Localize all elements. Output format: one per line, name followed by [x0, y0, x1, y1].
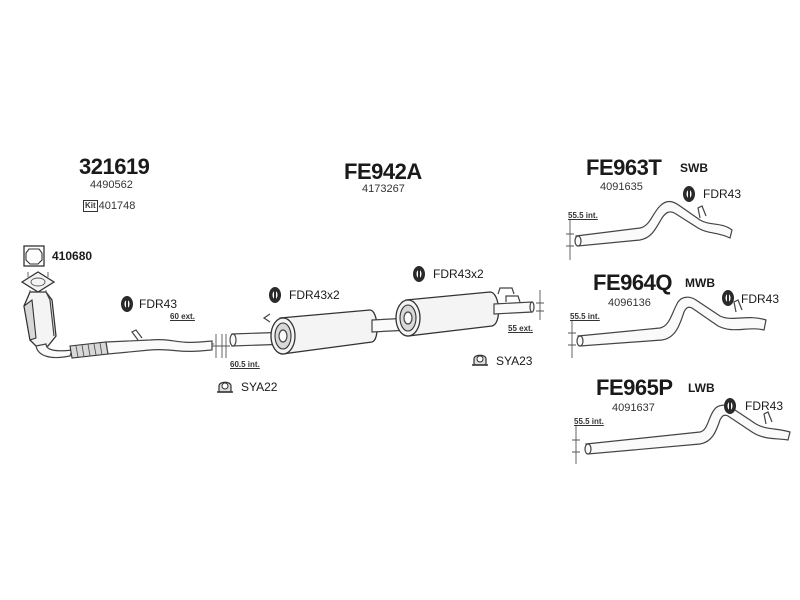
- variant-lwb: LWB: [688, 381, 715, 395]
- rubber-hanger-icon: [683, 186, 695, 202]
- hanger-mid1-label[interactable]: FDR43x2: [289, 288, 340, 302]
- hanger-lwb-label[interactable]: FDR43: [745, 399, 784, 413]
- dimension-front-outlet: 60 ext.: [170, 312, 195, 321]
- clamp-icon: [472, 354, 488, 366]
- part-number-321619[interactable]: 321619: [79, 154, 150, 179]
- part-number-FE965P[interactable]: FE965P: [596, 375, 673, 400]
- part-number-FE942A[interactable]: FE942A: [344, 159, 422, 184]
- reference-number: 4173267: [362, 183, 405, 195]
- reference-number: 4091635: [600, 181, 643, 193]
- catalyst-front-pipe: [20, 271, 230, 359]
- dimension-lwb-inlet: 55.5 int.: [574, 417, 604, 426]
- hanger-mwb-label[interactable]: FDR43: [741, 292, 780, 306]
- variant-swb: SWB: [680, 161, 708, 175]
- gasket-icon: [23, 245, 45, 267]
- clamp-front-label[interactable]: SYA22: [241, 380, 278, 394]
- variant-mwb: MWB: [685, 276, 715, 290]
- rubber-hanger-icon: [724, 398, 736, 414]
- tailpipe-mwb: [568, 296, 767, 358]
- rubber-hanger-icon: [269, 287, 281, 303]
- rubber-hanger-icon: [121, 296, 133, 312]
- tailpipe-lwb: [572, 404, 791, 464]
- kit-number: 401748: [98, 199, 136, 212]
- dimension-swb-inlet: 55.5 int.: [568, 211, 598, 220]
- dimension-middle-outlet: 55 ext.: [508, 324, 533, 333]
- part-number-FE963T[interactable]: FE963T: [586, 155, 662, 180]
- dimension-middle-inlet: 60.5 int.: [230, 360, 260, 369]
- gasket-part-number[interactable]: 410680: [52, 249, 93, 263]
- reference-number: 4096136: [608, 297, 651, 309]
- kit-icon: Kit: [83, 200, 98, 212]
- reference-number: 4091637: [612, 402, 655, 414]
- dimension-mwb-inlet: 55.5 int.: [570, 312, 600, 321]
- middle-silencer-section: [212, 287, 544, 355]
- hanger-swb-label[interactable]: FDR43: [703, 187, 742, 201]
- rubber-hanger-icon: [722, 290, 734, 306]
- part-number-FE964Q[interactable]: FE964Q: [593, 270, 672, 295]
- tailpipe-swb: [566, 200, 733, 260]
- clamp-rear-label[interactable]: SYA23: [496, 354, 533, 368]
- clamp-icon: [217, 381, 233, 393]
- hanger-front-label[interactable]: FDR43: [139, 297, 178, 311]
- hanger-mid2-label[interactable]: FDR43x2: [433, 267, 484, 281]
- rubber-hanger-icon: [413, 266, 425, 282]
- reference-number: 4490562: [90, 179, 133, 191]
